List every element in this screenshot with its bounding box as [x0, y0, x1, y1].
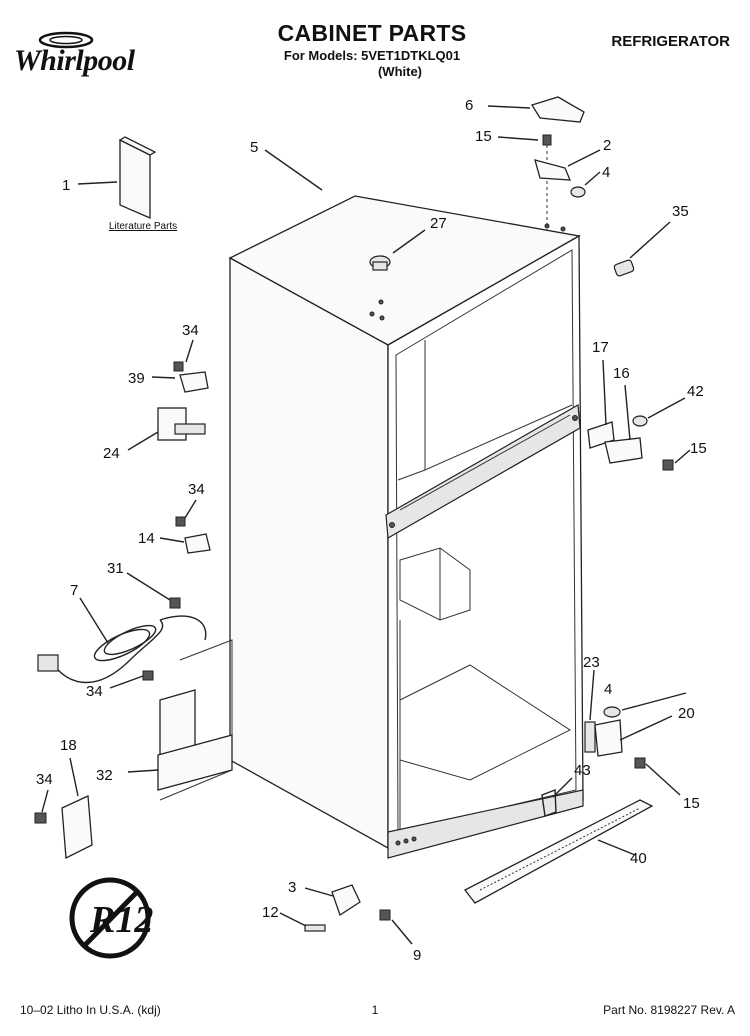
callout-15-mid: 15	[690, 440, 707, 457]
clip-39	[173, 361, 209, 393]
callout-15-bottom: 15	[683, 795, 700, 812]
callout-23: 23	[583, 654, 600, 671]
screw-15-bottom	[634, 757, 646, 769]
callout-2: 2	[603, 137, 611, 154]
callout-1: 1	[62, 177, 70, 194]
part-number: Part No. 8198227 Rev. A	[603, 1003, 735, 1017]
shim-23	[584, 721, 596, 753]
hinge-screw-top	[542, 134, 552, 230]
cover-18	[61, 795, 93, 860]
clip-14	[175, 516, 211, 554]
brand-name: Whirlpool	[14, 44, 135, 77]
screw-34-low	[34, 812, 47, 824]
washer-42	[632, 415, 648, 427]
callout-7: 7	[70, 582, 78, 599]
screw-15-mid	[662, 459, 674, 471]
callout-34-bottom: 34	[36, 771, 53, 788]
pin-12	[304, 924, 326, 932]
appliance-category: REFRIGERATOR	[611, 33, 730, 50]
exploded-cabinet-diagram: 1 2 3 4 4 5 6 7 9 12 14 15 15 15 16 17 1…	[34, 96, 707, 964]
callout-16: 16	[613, 365, 630, 382]
color-variant: (White)	[377, 64, 423, 79]
leader-lines	[41, 105, 691, 945]
callout-34-upper-mid: 34	[188, 481, 205, 498]
top-cap	[369, 255, 391, 271]
bracket-24	[157, 407, 206, 441]
whirlpool-logo: Whirlpool	[14, 26, 164, 86]
power-cord	[37, 615, 207, 684]
callout-3: 3	[288, 879, 296, 896]
callout-15-top: 15	[475, 128, 492, 145]
screw-34-mid	[142, 670, 154, 681]
clip-43	[541, 788, 557, 817]
callout-27: 27	[430, 215, 447, 232]
callout-17: 17	[592, 339, 609, 356]
literature-parts-label: Literature Parts	[108, 221, 178, 232]
callout-43: 43	[574, 762, 591, 779]
callout-numbers: 1 2 3 4 4 5 6 7 9 12 14 15 15 15 16 17 1…	[36, 97, 707, 964]
callout-9: 9	[413, 947, 421, 964]
roller-bracket-3	[331, 884, 361, 916]
callout-32: 32	[96, 767, 113, 784]
mullion-holes	[389, 415, 578, 528]
callout-42: 42	[687, 383, 704, 400]
hinge-cover	[531, 96, 585, 123]
callout-12: 12	[262, 904, 279, 921]
callout-18: 18	[60, 737, 77, 754]
toe-grille	[464, 799, 654, 904]
callout-20: 20	[678, 705, 695, 722]
callout-4-bottom: 4	[604, 681, 612, 698]
cabinet-body	[159, 195, 584, 859]
page-title: CABINET PARTS	[277, 20, 467, 46]
callout-35: 35	[672, 203, 689, 220]
callout-6: 6	[465, 97, 473, 114]
callout-24: 24	[103, 445, 120, 462]
refrigerant-badge-label: R12	[89, 899, 153, 941]
callout-5: 5	[250, 139, 258, 156]
callout-4-top: 4	[602, 164, 610, 181]
callout-31: 31	[107, 560, 124, 577]
bracket-plate-32	[157, 689, 233, 791]
literature-booklet	[118, 136, 157, 219]
plug-button	[613, 259, 635, 277]
washer-top	[570, 186, 586, 198]
callout-14: 14	[138, 530, 155, 547]
bottom-hinge-20	[594, 719, 623, 757]
callout-34-top: 34	[182, 322, 199, 339]
screw-31	[169, 597, 181, 609]
logo-swirl-icon	[38, 31, 94, 49]
callout-40: 40	[630, 850, 647, 867]
hinge-16	[604, 437, 643, 464]
model-line: For Models: 5VET1DTKLQ01	[283, 48, 461, 63]
top-hinge	[534, 159, 572, 181]
screw-9	[379, 909, 391, 921]
washer-4-bottom	[603, 706, 621, 718]
print-info: 10–02 Litho In U.S.A. (kdj)	[20, 1003, 161, 1017]
callout-34-lower-mid: 34	[86, 683, 103, 700]
callout-39: 39	[128, 370, 145, 387]
page-number: 1	[371, 1003, 379, 1017]
refrigerant-badge	[69, 877, 151, 959]
